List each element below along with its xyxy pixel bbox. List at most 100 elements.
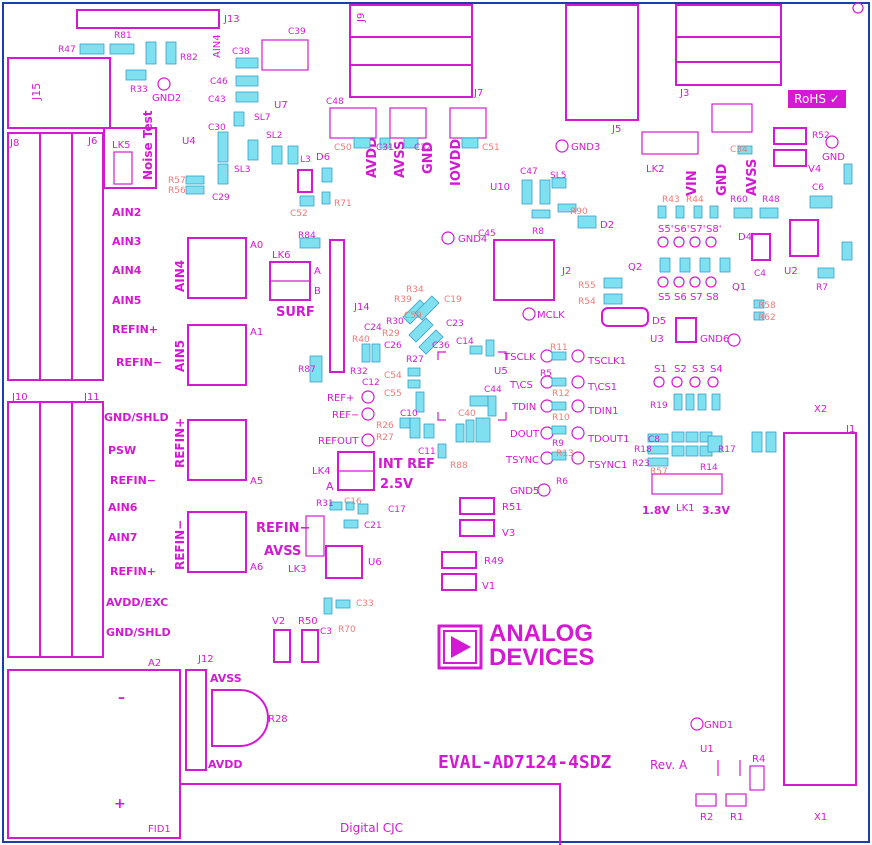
svg-text:R43: R43 [662, 195, 680, 205]
refp-label: REF+ [327, 393, 354, 404]
terminal-label: AIN4 [112, 264, 142, 277]
svg-text:R29: R29 [382, 329, 400, 339]
svg-text:C16: C16 [344, 497, 362, 507]
svg-text:R71: R71 [334, 199, 352, 209]
v2-label: V2 [272, 616, 285, 627]
lk1-label: LK1 [676, 503, 695, 514]
u7-label: U7 [274, 100, 288, 111]
lk3-box [305, 515, 325, 557]
gnd-right-label: GND [715, 163, 730, 196]
dout-label: DOUT [510, 429, 540, 440]
lk1-box [651, 473, 723, 495]
svg-text:R23: R23 [632, 459, 650, 469]
svg-text:C3: C3 [320, 627, 332, 637]
svg-text:R88: R88 [450, 461, 468, 471]
v1-label: V1 [482, 581, 495, 592]
fid-label: FID1 [148, 824, 171, 835]
tsync1-label: TSYNC1 [587, 460, 627, 471]
j14-label: J14 [353, 302, 370, 313]
j6-label: J6 [87, 136, 97, 147]
u10-label: U10 [490, 182, 510, 193]
svg-text:R7: R7 [816, 283, 828, 293]
svg-text:C17: C17 [388, 505, 406, 515]
terminal-label: GND/SHLD [104, 411, 169, 424]
switch-label: S5' [658, 224, 673, 235]
svg-text:C8: C8 [648, 435, 660, 445]
svg-text:R57: R57 [650, 467, 668, 477]
svg-text:C47: C47 [520, 167, 538, 177]
svg-text:R82: R82 [180, 53, 198, 63]
switch-label: S4 [710, 364, 723, 375]
gnd-label: GND [421, 141, 436, 174]
rohs-badge: RoHS ✓ [788, 90, 846, 108]
testpoint-group: TSCLK TSCLK1 T\CS T\CS1 TDIN TDIN1 DOUT … [152, 77, 845, 731]
svg-text:R9: R9 [552, 439, 564, 449]
pad-id: A6 [250, 562, 263, 573]
tdout1-label: TDOUT1 [587, 434, 629, 445]
refout-label: REFOUT [318, 436, 359, 447]
brand-line-1: ANALOG [489, 620, 593, 647]
svg-text:C31: C31 [376, 143, 394, 153]
svg-text:SL3: SL3 [234, 165, 250, 175]
logo-mark-icon [437, 624, 483, 670]
svg-text:R34: R34 [406, 285, 424, 295]
j5-header [565, 4, 639, 121]
avss-right-label: AVSS [745, 159, 760, 196]
j9-header [349, 4, 473, 98]
j3-label: J3 [679, 88, 689, 99]
switch-label: S8' [706, 224, 721, 235]
j15-connector [7, 57, 111, 129]
a2-block [7, 669, 181, 839]
svg-text:C32: C32 [414, 143, 432, 153]
gnd1-label: GND1 [704, 720, 733, 731]
j14-header [329, 239, 345, 373]
switch-group: S5' S6' S7' S8' S5 S6 S7 S8 S1 S2 S3 S4 [653, 224, 723, 388]
svg-text:R14: R14 [700, 463, 718, 473]
j7-label: J7 [473, 88, 483, 99]
lk4-label: LK4 [312, 466, 331, 477]
gnd5-label: GND5 [510, 486, 539, 497]
svg-text:R87: R87 [298, 365, 316, 375]
j8-terminal-block [7, 132, 104, 381]
svg-text:C19: C19 [444, 295, 462, 305]
j11-label: J11 [83, 392, 100, 403]
v18-label: 1.8V [642, 504, 670, 517]
power-labels-right: VIN GND AVSS [685, 159, 760, 196]
svg-text:SL7: SL7 [254, 113, 270, 123]
j1-label: J1 [845, 424, 855, 435]
svg-text:C29: C29 [212, 193, 230, 203]
d2-label: D2 [600, 220, 614, 231]
pad-name: AIN4 [173, 260, 187, 292]
svg-text:R10: R10 [552, 413, 570, 423]
svg-text:C4: C4 [754, 269, 766, 279]
svg-text:R27: R27 [376, 433, 394, 443]
svg-text:C21: C21 [364, 521, 382, 531]
j10-label: J10 [11, 392, 28, 403]
pad-name: REFIN− [173, 520, 187, 570]
svg-text:C52: C52 [290, 209, 308, 219]
u2-label: U2 [784, 266, 798, 277]
j10-terminal-block [7, 401, 104, 658]
svg-text:R70: R70 [338, 625, 356, 635]
svg-text:C59: C59 [404, 311, 422, 321]
u6-label: U6 [368, 557, 382, 568]
svg-text:C12: C12 [362, 378, 380, 388]
j2-label: J2 [561, 266, 571, 277]
svg-text:R48: R48 [762, 195, 780, 205]
pad-name: AIN5 [173, 340, 187, 372]
svg-text:R47: R47 [58, 45, 76, 55]
svg-text:R62: R62 [758, 313, 776, 323]
terminal-label: AIN5 [112, 294, 141, 307]
x1-label: X1 [814, 812, 827, 823]
switch-label: S6 [674, 292, 687, 303]
j12-header [185, 669, 207, 771]
svg-text:L3: L3 [300, 155, 311, 165]
lk3-label: LK3 [288, 564, 307, 575]
svg-text:R84: R84 [298, 231, 316, 241]
svg-text:C33: C33 [356, 599, 374, 609]
u4-label: U4 [182, 136, 196, 147]
j12-label: J12 [197, 654, 214, 665]
svg-text:SL5: SL5 [550, 171, 566, 181]
